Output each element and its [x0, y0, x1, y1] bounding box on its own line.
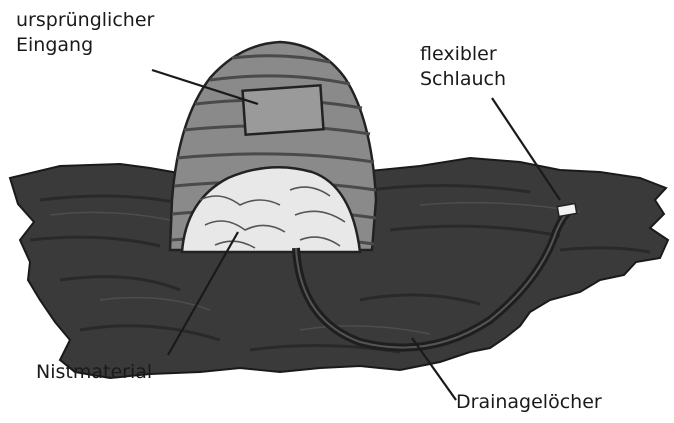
label-original-entrance-line2: Eingang	[16, 33, 154, 58]
label-flexible-hose-line1: flexibler	[420, 42, 506, 67]
label-nest-material: Nistmaterial	[36, 360, 152, 385]
label-original-entrance: ursprünglicher Eingang	[16, 8, 154, 58]
label-drainage-holes: Drainagelöcher	[456, 390, 602, 415]
label-flexible-hose-line2: Schlauch	[420, 67, 506, 92]
label-flexible-hose: flexibler Schlauch	[420, 42, 506, 92]
original-entrance-plug	[243, 85, 324, 134]
hose-outlet	[557, 204, 576, 217]
label-original-entrance-line1: ursprünglicher	[16, 8, 154, 33]
